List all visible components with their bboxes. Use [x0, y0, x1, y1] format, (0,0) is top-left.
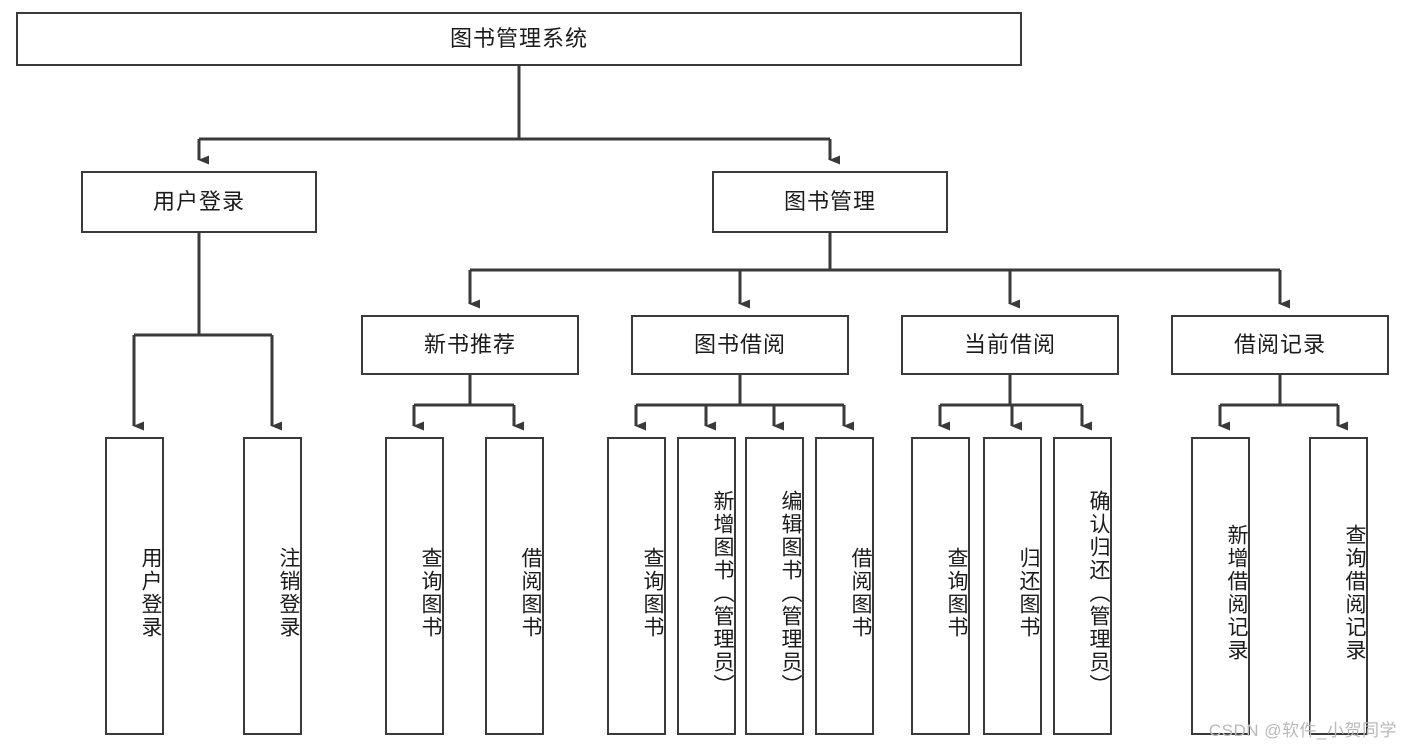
node-leaf-return-book[interactable]: 归还图书 [983, 437, 1042, 735]
node-borrow-record-label: 借阅记录 [1233, 331, 1326, 357]
node-new-book-recommend[interactable]: 新书推荐 [361, 315, 579, 375]
node-leaf-query-record[interactable]: 查询借阅记录 [1309, 437, 1368, 735]
node-leaf-borrow-book-2[interactable]: 借阅图书 [815, 437, 874, 735]
node-leaf-confirm-return[interactable]: 确认归还（管理员） [1053, 437, 1112, 735]
node-book-manage[interactable]: 图书管理 [712, 171, 948, 233]
node-book-manage-label: 图书管理 [783, 188, 876, 214]
node-leaf-query-book-3-label: 查询图书 [945, 547, 968, 639]
node-leaf-return-book-label: 归还图书 [1017, 547, 1040, 639]
node-leaf-user-login[interactable]: 用户登录 [105, 437, 164, 735]
node-leaf-borrow-book-1-label: 借阅图书 [519, 547, 542, 639]
node-leaf-add-record[interactable]: 新增借阅记录 [1191, 437, 1250, 735]
node-current-borrow-label: 当前借阅 [963, 331, 1056, 357]
node-book-borrow[interactable]: 图书借阅 [631, 315, 849, 375]
node-leaf-query-book-2[interactable]: 查询图书 [607, 437, 666, 735]
node-leaf-user-login-label: 用户登录 [139, 547, 162, 639]
node-user-login[interactable]: 用户登录 [81, 171, 317, 233]
node-leaf-query-book-2-label: 查询图书 [641, 547, 664, 639]
node-leaf-query-book-1[interactable]: 查询图书 [385, 437, 444, 735]
node-leaf-query-book-1-label: 查询图书 [419, 547, 442, 639]
node-leaf-query-book-3[interactable]: 查询图书 [911, 437, 970, 735]
node-user-login-label: 用户登录 [152, 188, 245, 214]
node-borrow-record[interactable]: 借阅记录 [1171, 315, 1389, 375]
node-current-borrow[interactable]: 当前借阅 [901, 315, 1119, 375]
node-leaf-borrow-book-1[interactable]: 借阅图书 [485, 437, 544, 735]
watermark: CSDN @软件_小贺同学 [1208, 721, 1397, 740]
node-leaf-edit-book[interactable]: 编辑图书（管理员） [745, 437, 804, 735]
node-book-borrow-label: 图书借阅 [693, 331, 786, 357]
node-new-book-recommend-label: 新书推荐 [423, 331, 516, 357]
node-root[interactable]: 图书管理系统 [16, 12, 1022, 66]
node-leaf-confirm-return-label: 确认归还（管理员） [1087, 489, 1110, 697]
node-leaf-logout-label: 注销登录 [277, 547, 300, 639]
node-root-label: 图书管理系统 [449, 25, 588, 51]
node-leaf-add-record-label: 新增借阅记录 [1225, 524, 1248, 662]
node-leaf-add-book[interactable]: 新增图书（管理员） [677, 437, 736, 735]
node-leaf-edit-book-label: 编辑图书（管理员） [779, 489, 802, 697]
node-leaf-query-record-label: 查询借阅记录 [1343, 524, 1366, 662]
node-leaf-add-book-label: 新增图书（管理员） [711, 489, 734, 697]
node-leaf-borrow-book-2-label: 借阅图书 [849, 547, 872, 639]
node-leaf-logout[interactable]: 注销登录 [243, 437, 302, 735]
